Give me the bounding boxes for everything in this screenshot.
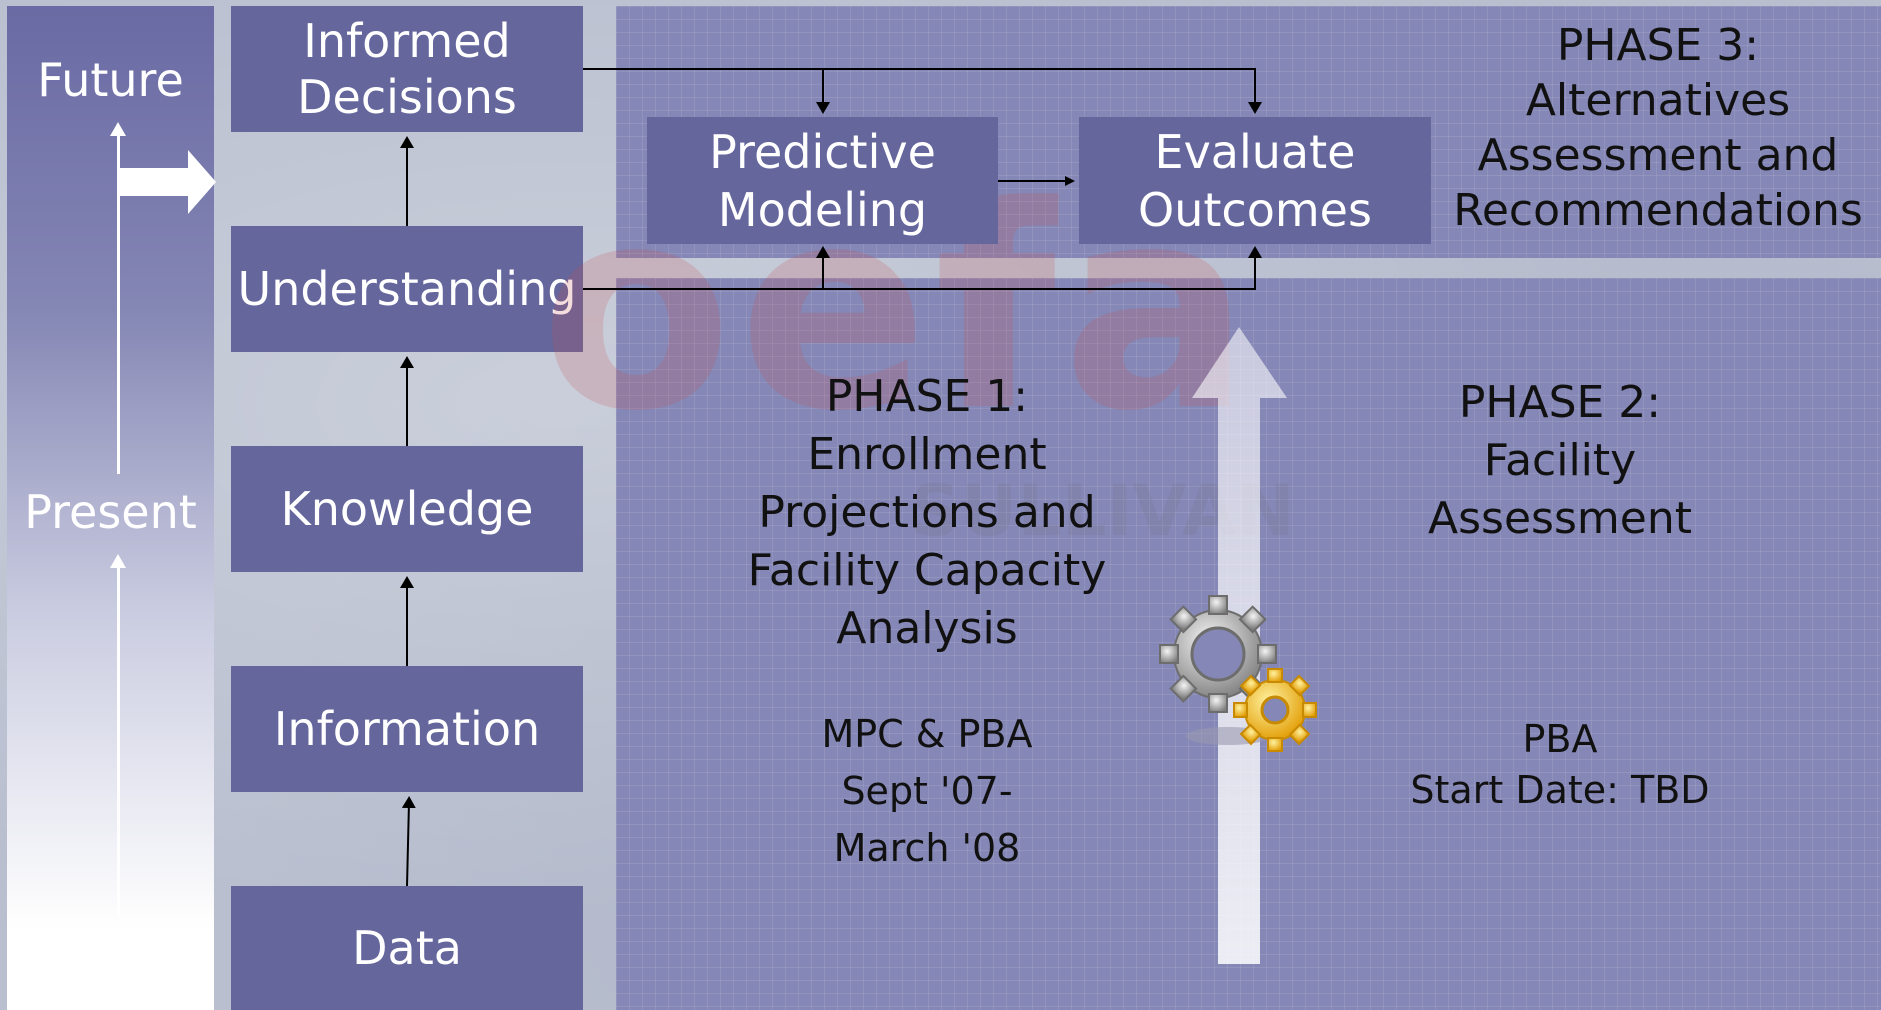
phase1-details: MPC & PBA Sept '07- March '08	[821, 712, 1033, 870]
box-knowledge: Knowledge	[231, 446, 583, 572]
phase2-title: PHASE 2: Facility Assessment	[1428, 377, 1692, 544]
box-data: Data	[231, 886, 583, 1010]
box-evaluate-outcomes: Evaluate Outcomes	[1079, 117, 1431, 244]
timeline-column: Future Present Past	[7, 6, 214, 1010]
gears-icon	[1159, 595, 1317, 752]
timeline-line-upper	[117, 134, 120, 474]
timeline-arrowhead-upper	[110, 122, 126, 136]
box-information: Information	[231, 666, 583, 792]
right-arrow-icon	[118, 150, 216, 214]
connector-decisions-to-evaluate	[583, 68, 1262, 114]
connector-understanding-to-evaluate	[583, 246, 1262, 290]
timeline-arrowhead-lower	[110, 554, 126, 568]
phase2-details: PBA Start Date: TBD	[1410, 717, 1710, 812]
timeline-past-label: Past	[62, 927, 159, 981]
phase3-title: PHASE 3: Alternatives Assessment and Rec…	[1453, 20, 1863, 236]
connector-data-to-information	[401, 796, 416, 887]
box-informed-decisions: Informed Decisions	[231, 6, 583, 132]
box-predictive-modeling: Predictive Modeling	[647, 117, 998, 244]
phase1-title: PHASE 1: Enrollment Projections and Faci…	[747, 371, 1107, 654]
box-understanding: Understanding	[231, 226, 583, 352]
timeline-present-label: Present	[24, 485, 197, 539]
timeline-future-label: Future	[37, 53, 184, 107]
timeline-line-lower	[117, 566, 120, 916]
